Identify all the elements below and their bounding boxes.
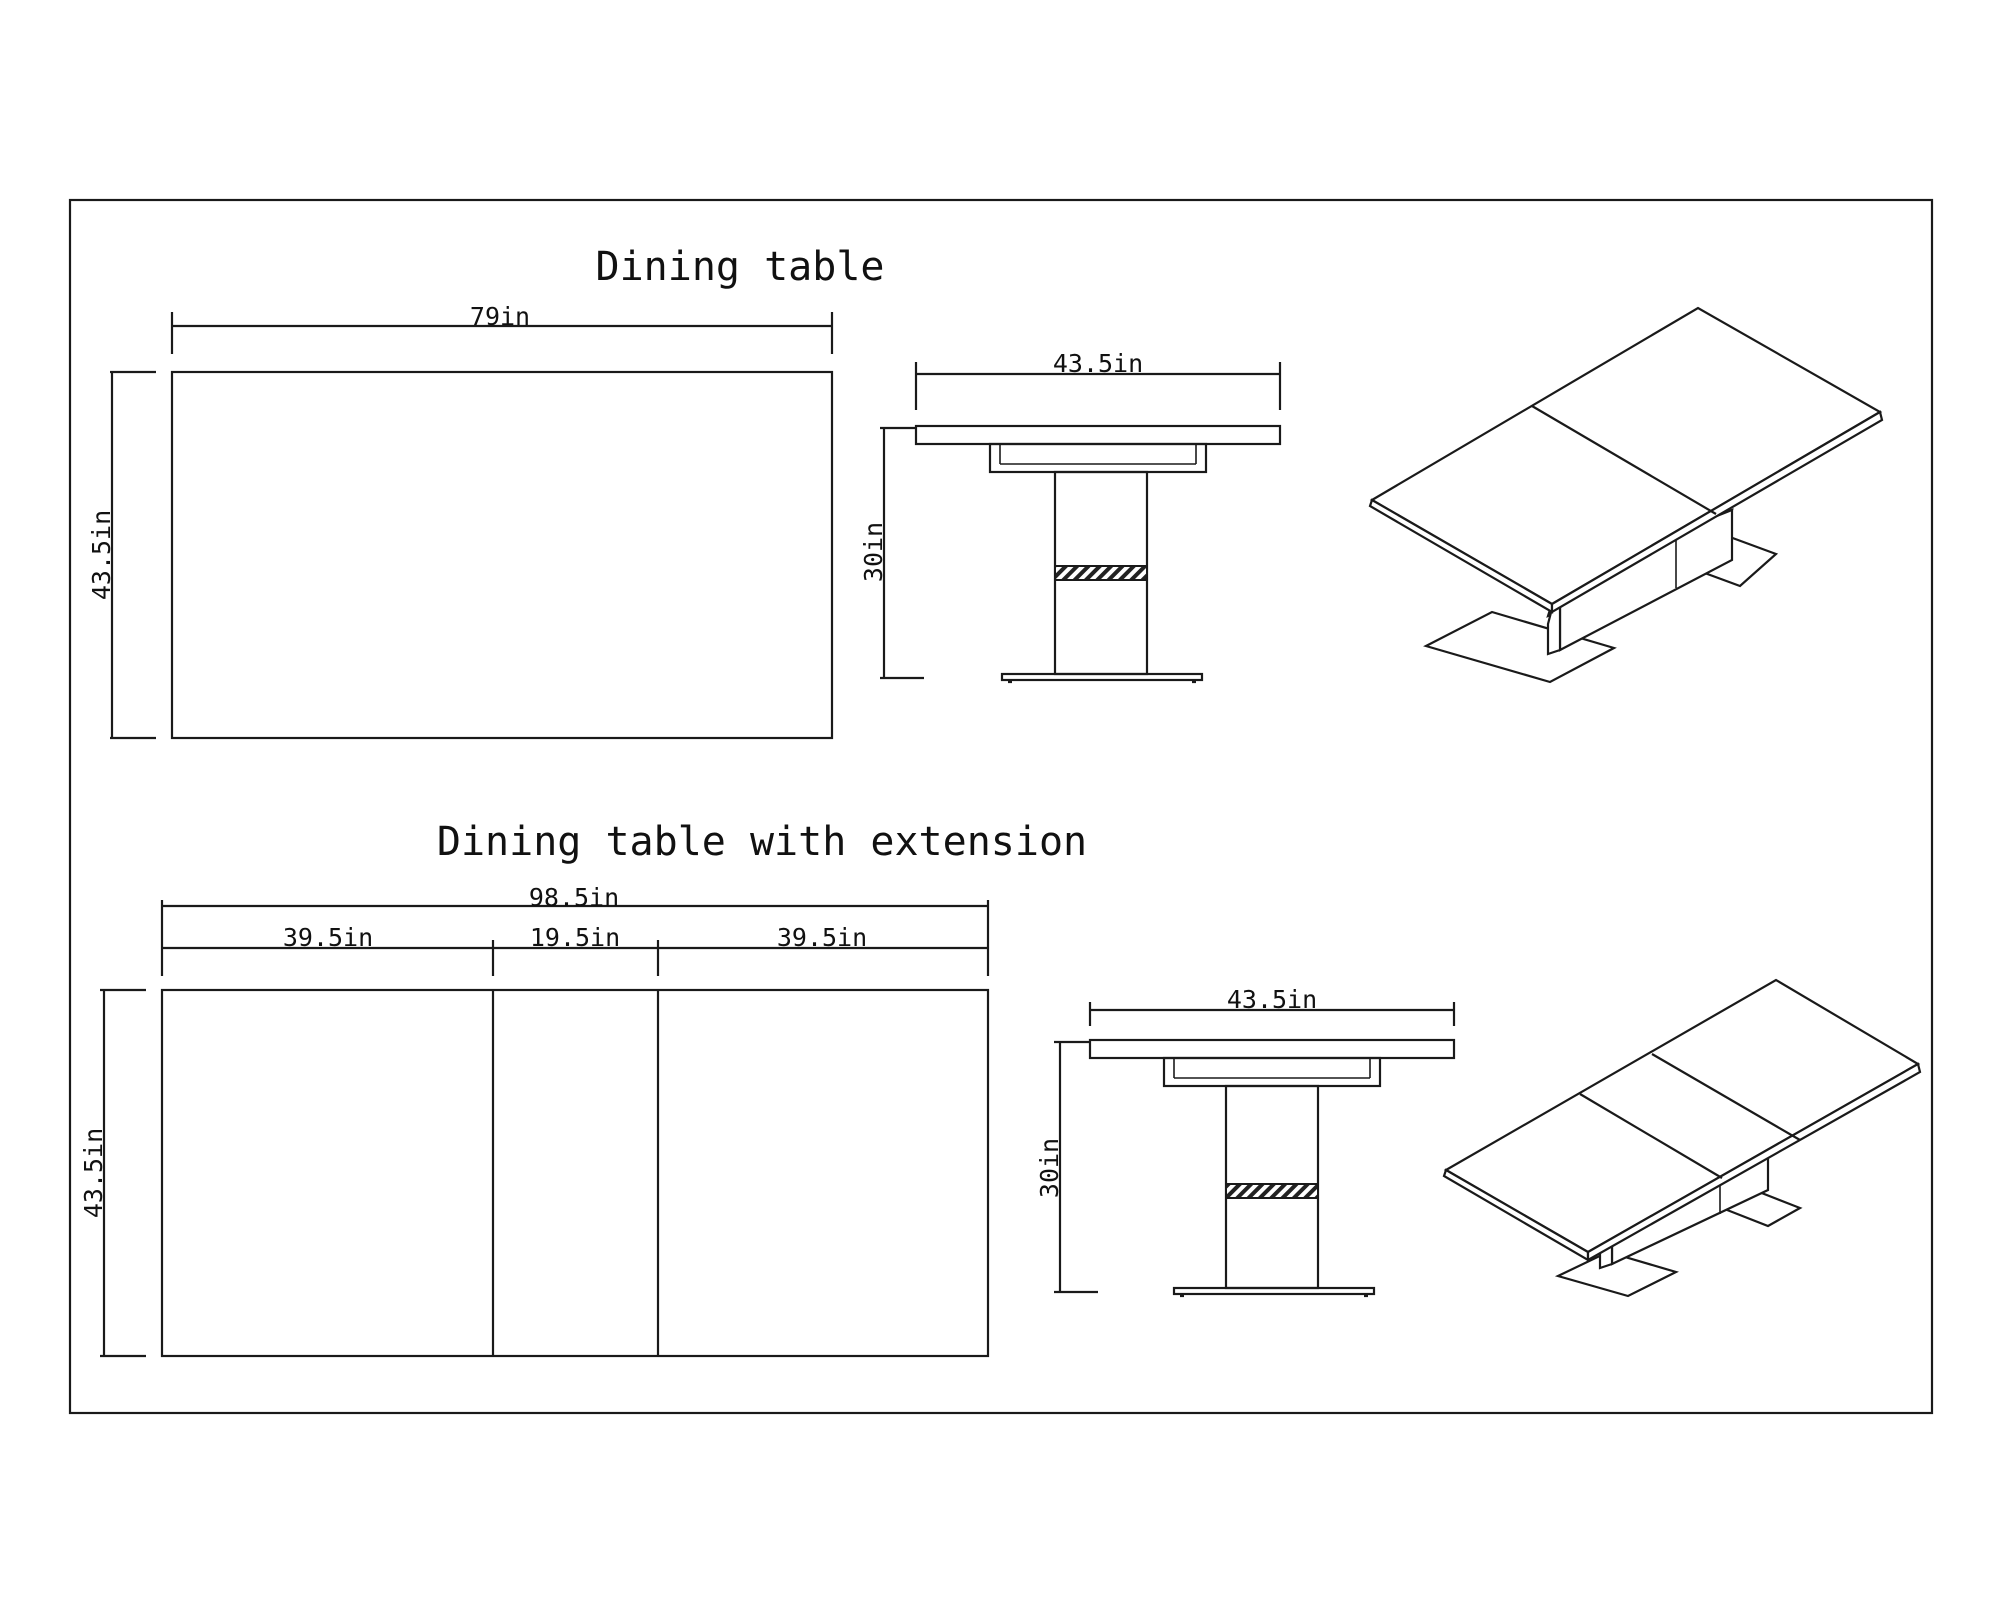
pedestal-base <box>1000 672 1204 682</box>
dimension-sections: 39.5in 19.5in 39.5in <box>162 923 988 976</box>
title-dining-table: Dining table <box>596 244 885 290</box>
side-elevation-bottom: 43.5in 30in <box>1035 985 1456 1298</box>
dimension-label-19-5in: 19.5in <box>530 923 620 952</box>
isometric-view-bottom <box>1442 978 1922 1298</box>
dimension-label-43-5in-side: 43.5in <box>1053 349 1143 378</box>
isometric-view-top <box>1368 306 1884 684</box>
dimension-length-79: 79in <box>170 302 834 354</box>
dimension-label-43-5in-plan-bottom: 43.5in <box>79 1128 108 1218</box>
table-top-plan <box>170 370 834 740</box>
dimension-total-98-5: 98.5in <box>160 883 990 976</box>
pedestal-accent-band <box>1054 565 1148 581</box>
dimension-label-30in-top: 30in <box>859 522 888 582</box>
drawing-frame <box>68 198 1934 1415</box>
title-dining-table-extension: Dining table with extension <box>437 819 1087 865</box>
dimension-depth-plan-bottom: 43.5in <box>79 988 146 1358</box>
pedestal-base-bottom <box>1172 1286 1376 1296</box>
dimension-label-39-5in-left: 39.5in <box>283 923 373 952</box>
apron <box>988 442 1208 474</box>
dimension-label-98-5in: 98.5in <box>529 883 619 912</box>
tabletop-edge-bottom <box>1088 1038 1456 1060</box>
dimension-depth-plan-top: 43.5in <box>87 370 156 740</box>
side-elevation-top: 43.5in 30in <box>859 349 1282 684</box>
dimension-label-30in-bottom: 30in <box>1035 1138 1064 1198</box>
pedestal-accent-band-bottom <box>1225 1183 1319 1199</box>
table-top-plan-extended <box>160 988 990 1358</box>
dimension-label-43-5in-plan: 43.5in <box>87 510 116 600</box>
dimension-label-79in: 79in <box>470 302 530 331</box>
apron-bottom <box>1162 1056 1382 1088</box>
tabletop-edge <box>914 424 1282 446</box>
dimension-label-43-5in-side-bottom: 43.5in <box>1227 985 1317 1014</box>
dimension-label-39-5in-right: 39.5in <box>777 923 867 952</box>
